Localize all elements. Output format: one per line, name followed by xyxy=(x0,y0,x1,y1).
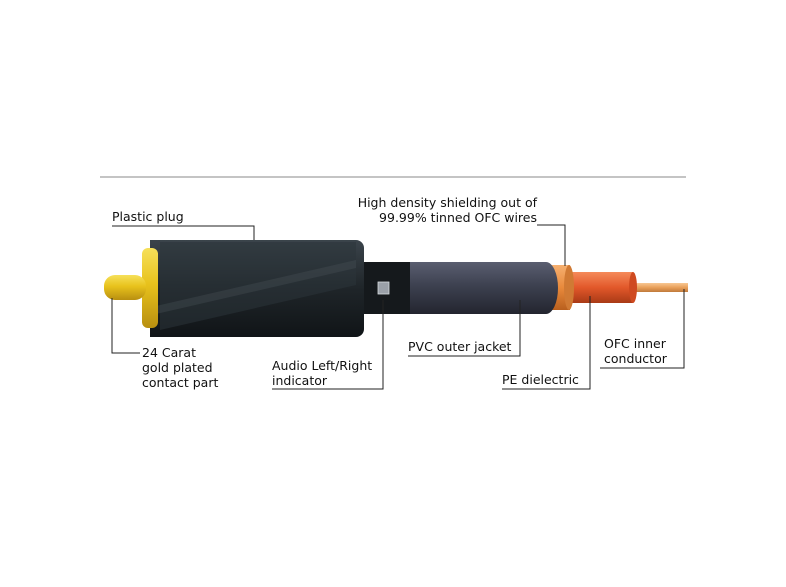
plug-highlight xyxy=(156,260,356,314)
leader-pvc xyxy=(408,300,521,357)
plug-facet xyxy=(160,242,356,330)
pe-dielectric-end xyxy=(629,272,637,303)
label-indicator-line2: indicator xyxy=(272,373,328,388)
lr-indicator xyxy=(377,281,390,295)
leader-lines xyxy=(111,224,685,390)
shielding-end xyxy=(564,265,574,310)
label-pe-dielectric: PE dielectric xyxy=(502,372,579,387)
inner-conductor xyxy=(628,283,688,292)
label-ofc-line2: conductor xyxy=(604,351,668,366)
label-plastic-plug: Plastic plug xyxy=(112,209,184,224)
leader-pe xyxy=(502,296,591,390)
label-pvc-jacket: PVC outer jacket xyxy=(408,339,512,354)
label-shielding-line1: High density shielding out of xyxy=(358,195,538,210)
pe-dielectric xyxy=(565,272,633,303)
leader-shielding xyxy=(537,224,566,266)
leader-ofc xyxy=(600,289,685,369)
label-gold-line3: contact part xyxy=(142,375,218,390)
gold-flange xyxy=(142,248,158,328)
label-gold-line1: 24 Carat xyxy=(142,345,196,360)
label-shielding-line2: 99.99% tinned OFC wires xyxy=(379,210,537,225)
label-ofc-line1: OFC inner xyxy=(604,336,667,351)
leader-plastic-plug xyxy=(112,225,255,240)
label-gold-line2: gold plated xyxy=(142,360,213,375)
gold-pin xyxy=(104,275,146,300)
pvc-jacket xyxy=(405,262,558,314)
leader-indicator xyxy=(272,300,384,390)
leader-gold xyxy=(111,298,140,354)
label-indicator-line1: Audio Left/Right xyxy=(272,358,372,373)
